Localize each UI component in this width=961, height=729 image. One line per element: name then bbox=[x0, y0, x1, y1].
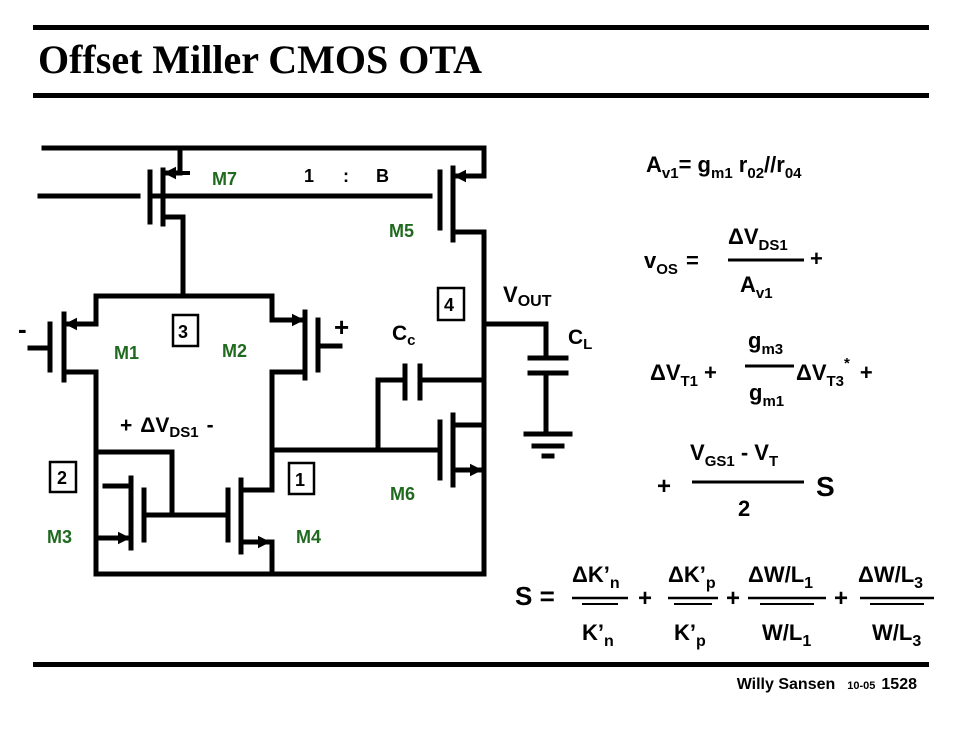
svg-text:ΔVT3*+: ΔVT3*+ bbox=[796, 355, 873, 390]
vt-equation: gm3 ΔVT1+ ΔVT3*+ gm1 bbox=[650, 328, 873, 410]
svg-text:W/L1: W/L1 bbox=[762, 620, 811, 650]
node-4-box bbox=[436, 286, 466, 322]
svg-text:2: 2 bbox=[738, 496, 750, 521]
device-label-m5: M5 bbox=[389, 221, 414, 241]
svg-text:S: S bbox=[816, 471, 835, 502]
svg-text:S =: S = bbox=[515, 581, 555, 611]
schematic-wires bbox=[27, 145, 573, 577]
svg-text:ΔVT1+: ΔVT1+ bbox=[650, 360, 717, 390]
footer-author: Willy Sansen bbox=[736, 676, 836, 693]
svg-text:ΔK’p: ΔK’p bbox=[668, 562, 716, 592]
svg-text:K’n: K’n bbox=[582, 620, 614, 650]
svg-text:+: + bbox=[726, 585, 740, 612]
footer-slide-number: 1528 bbox=[881, 676, 917, 693]
node-1-box bbox=[287, 461, 316, 496]
node-4-label: 4 bbox=[444, 295, 454, 315]
svg-text:gm1: gm1 bbox=[749, 380, 784, 410]
s-term-wl1: ΔW/L1 W/L1 bbox=[748, 562, 826, 650]
svg-text:VGS1 - VT: VGS1 - VT bbox=[690, 440, 778, 470]
svg-text:+: + bbox=[638, 585, 652, 612]
vos-equation: vOS= ΔVDS1 + Av1 bbox=[644, 224, 823, 302]
device-label-m2: M2 bbox=[222, 341, 247, 361]
node-3-label: 3 bbox=[178, 322, 188, 342]
s-equation: S = ΔK’n K’n + ΔK’p K’p + ΔW/L1 W/L1 + Δ… bbox=[515, 562, 934, 650]
svg-text:K’p: K’p bbox=[674, 620, 706, 650]
s-term-kn: ΔK’n K’n bbox=[572, 562, 628, 650]
svg-text:+: + bbox=[810, 246, 823, 271]
input-minus-sign: - bbox=[18, 314, 27, 344]
vds1-label: +ΔVDS1- bbox=[120, 414, 214, 441]
cc-label: Cc bbox=[392, 322, 416, 349]
vout-label: VOUT bbox=[503, 282, 552, 310]
svg-text:W/L3: W/L3 bbox=[872, 620, 921, 650]
svg-text:gm3: gm3 bbox=[748, 328, 783, 358]
device-label-m7: M7 bbox=[212, 169, 237, 189]
ratio-sep: : bbox=[343, 166, 349, 186]
node-2-label: 2 bbox=[57, 468, 67, 488]
device-label-m1: M1 bbox=[114, 343, 139, 363]
input-plus-sign: + bbox=[334, 312, 349, 342]
svg-text:ΔW/L3: ΔW/L3 bbox=[858, 562, 923, 592]
av1-equation: Av1= gm1 r02//r04 bbox=[646, 152, 802, 182]
device-label-m6: M6 bbox=[390, 484, 415, 504]
node-boxes bbox=[48, 286, 466, 496]
svg-text:+: + bbox=[657, 473, 671, 500]
s-term-wl3: ΔW/L3 W/L3 bbox=[858, 562, 934, 650]
svg-text:Av1: Av1 bbox=[740, 272, 773, 302]
slide-title: Offset Miller CMOS OTA bbox=[38, 37, 482, 82]
svg-text:vOS=: vOS= bbox=[644, 248, 699, 278]
device-label-m3: M3 bbox=[47, 527, 72, 547]
title-underline bbox=[33, 93, 929, 98]
node-3-box bbox=[171, 313, 200, 348]
svg-text:+: + bbox=[834, 585, 848, 612]
device-label-m4: M4 bbox=[296, 527, 321, 547]
top-rule bbox=[33, 25, 929, 30]
ratio-left: 1 bbox=[304, 166, 314, 186]
s-term-kp: ΔK’p K’p bbox=[668, 562, 718, 650]
node-1-label: 1 bbox=[295, 470, 305, 490]
cl-label: CL bbox=[568, 326, 592, 353]
svg-text:ΔW/L1: ΔW/L1 bbox=[748, 562, 813, 592]
source-arrows bbox=[64, 166, 483, 549]
footer-rule bbox=[33, 662, 929, 667]
vgs-equation: VGS1 - VT + S 2 bbox=[657, 440, 835, 521]
ratio-right: B bbox=[376, 166, 389, 186]
svg-text:ΔK’n: ΔK’n bbox=[572, 562, 620, 592]
footer: Willy Sansen 10-05 1528 bbox=[600, 676, 917, 694]
node-2-box bbox=[48, 460, 78, 494]
svg-text:ΔVDS1: ΔVDS1 bbox=[728, 224, 788, 254]
footer-date: 10-05 bbox=[847, 680, 876, 692]
